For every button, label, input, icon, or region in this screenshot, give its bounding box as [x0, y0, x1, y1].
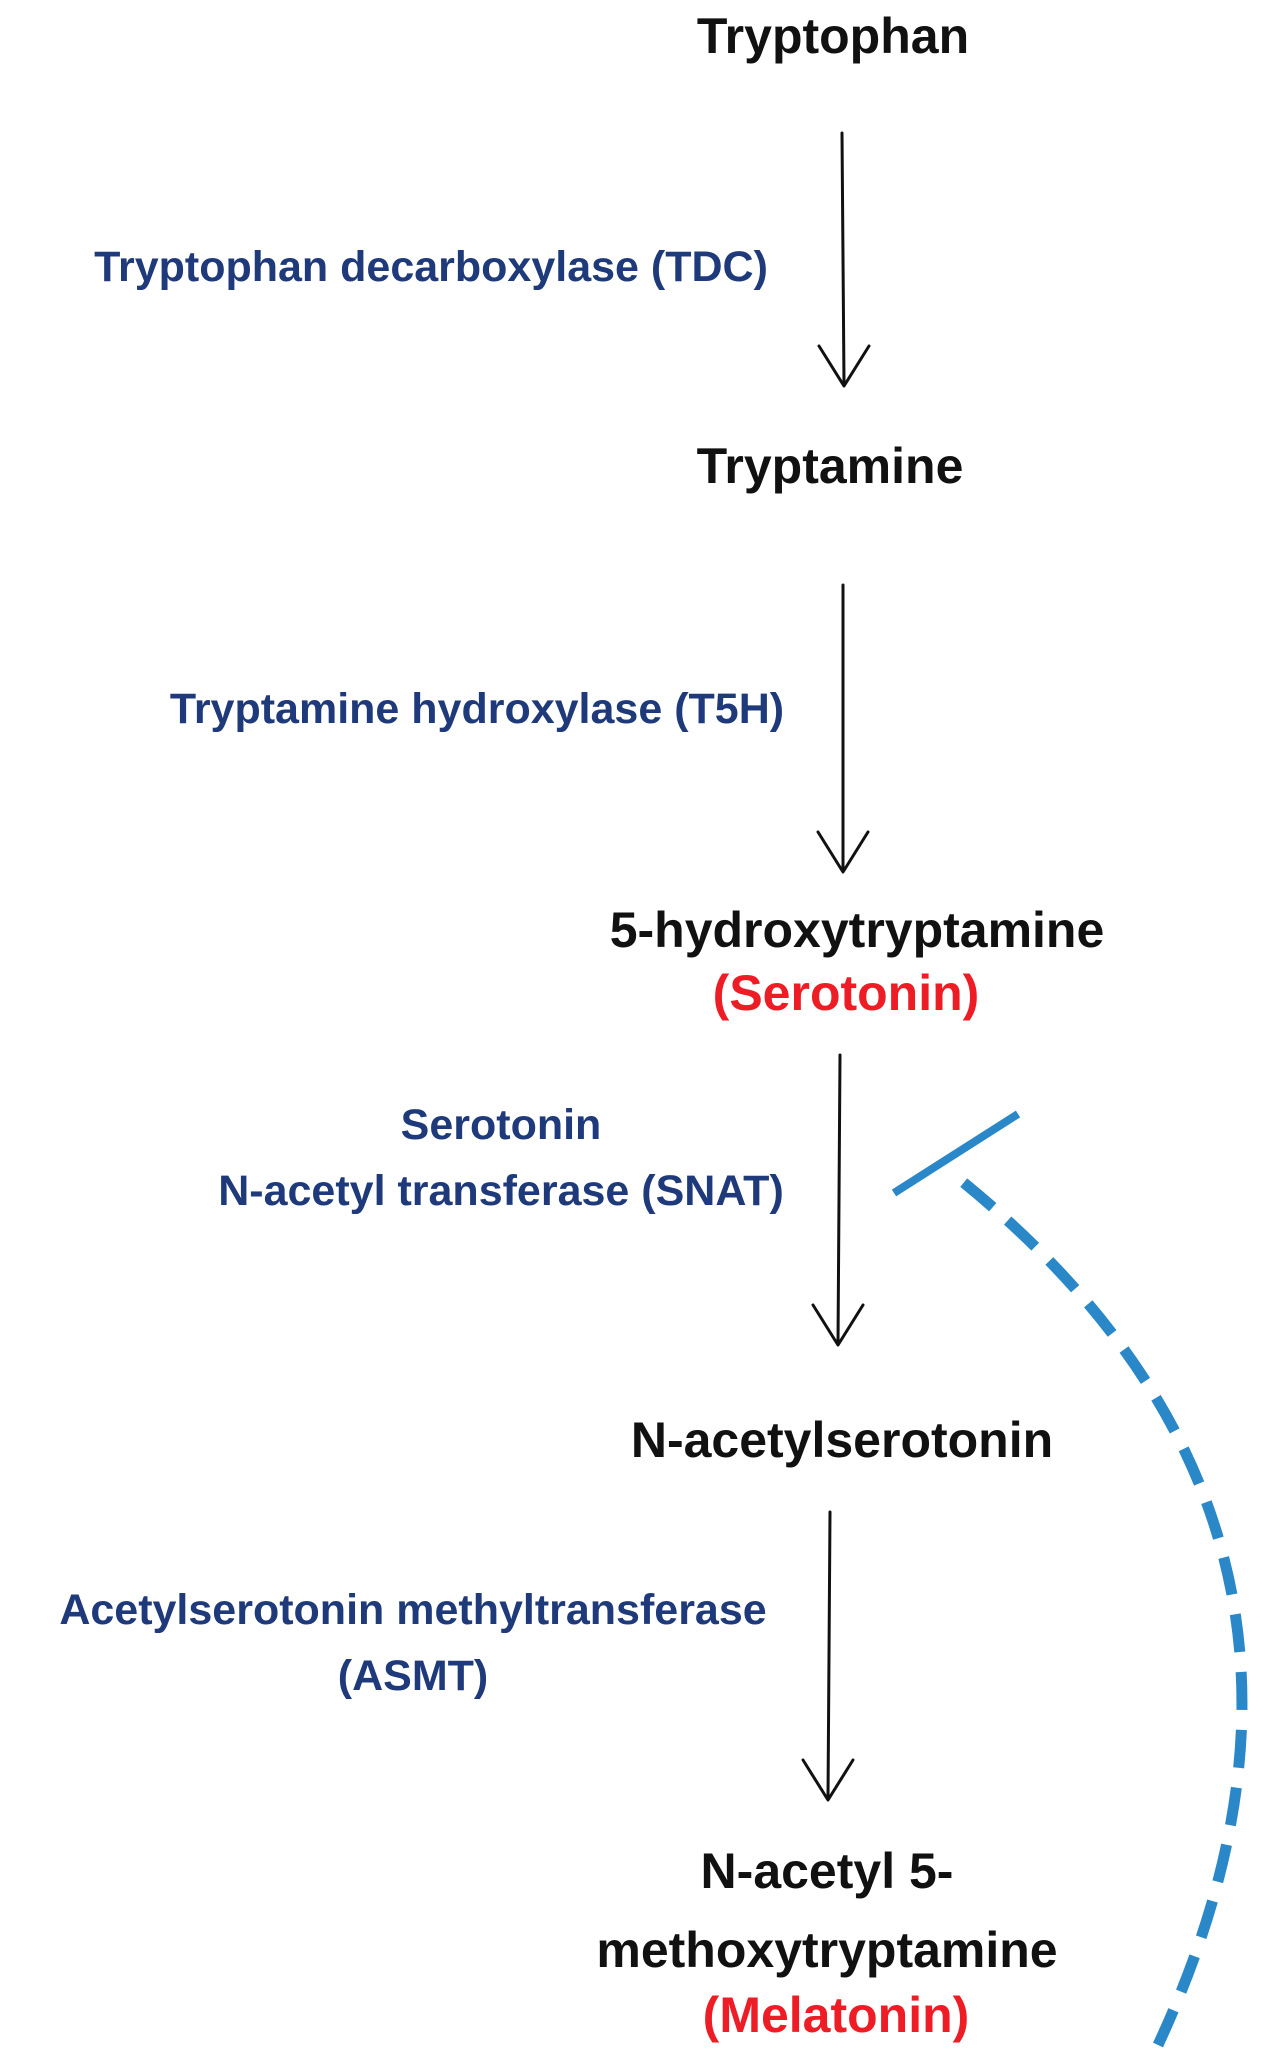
enzyme-asmt-line1: Acetylserotonin methyltransferase — [59, 1586, 767, 1634]
feedback-inhibition — [891, 1110, 1248, 2048]
feedback-dashed-arc — [959, 1177, 1248, 2048]
compound-n-acetyl-5-line1: N-acetyl 5- — [700, 1843, 954, 1899]
compound-serotonin-common-name: (Serotonin) — [712, 965, 980, 1021]
enzyme-tdc: Tryptophan decarboxylase (TDC) — [94, 243, 768, 291]
arrow-tryptamine-to-serotonin — [816, 583, 870, 874]
enzyme-asmt-line2: (ASMT) — [337, 1652, 489, 1700]
compound-methoxytryptamine-line2: methoxytryptamine — [596, 1922, 1058, 1978]
compound-5-hydroxytryptamine: 5-hydroxytryptamine — [609, 902, 1105, 958]
inhibition-tbar-icon — [891, 1110, 1021, 1197]
compound-tryptophan: Tryptophan — [696, 8, 970, 64]
arrow-n-acetylserotonin-to-melatonin — [801, 1510, 855, 1802]
compound-melatonin-common-name: (Melatonin) — [702, 1987, 970, 2043]
compound-tryptamine: Tryptamine — [696, 438, 964, 494]
arrow-serotonin-to-n-acetylserotonin — [811, 1053, 865, 1347]
compound-n-acetylserotonin: N-acetylserotonin — [630, 1412, 1054, 1468]
arrow-tryptophan-to-tryptamine — [817, 131, 871, 388]
enzyme-snat-line1: Serotonin — [400, 1101, 602, 1149]
enzyme-t5h: Tryptamine hydroxylase (T5H) — [169, 685, 785, 733]
enzyme-snat-line2: N-acetyl transferase (SNAT) — [218, 1167, 784, 1215]
